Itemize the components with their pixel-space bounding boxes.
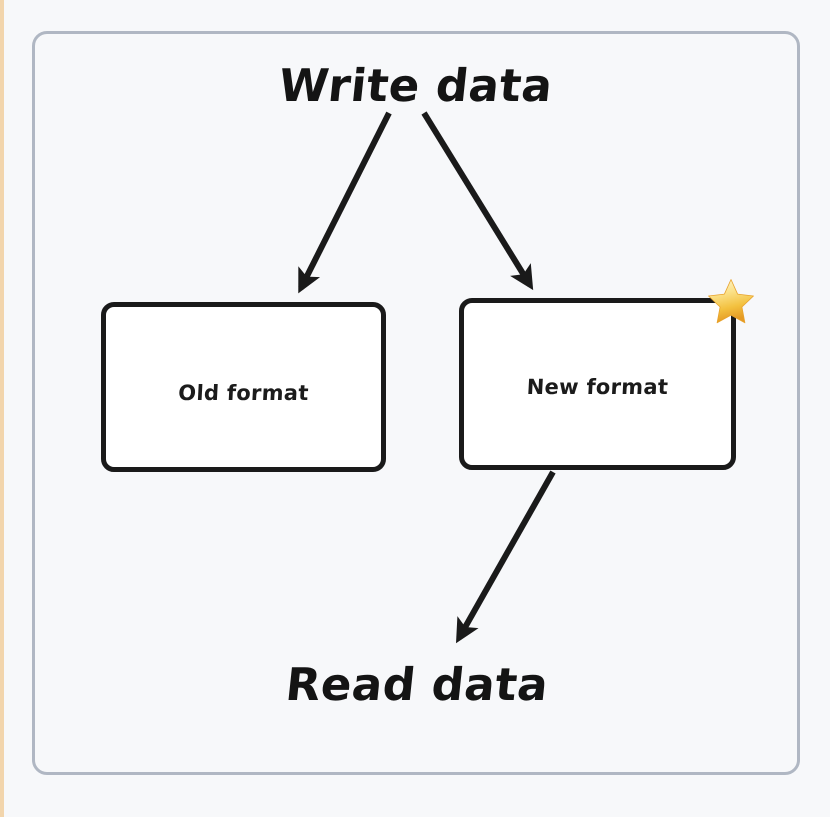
- node-new-format-label: New format: [526, 375, 669, 399]
- node-old-format-label: Old format: [177, 381, 310, 405]
- node-old-format[interactable]: Old format: [101, 302, 386, 472]
- node-new-format[interactable]: New format: [459, 298, 736, 470]
- read-data-label: Read data: [283, 658, 552, 711]
- left-edge-accent-stripe: [0, 0, 4, 817]
- diagram-frame-border: [32, 31, 800, 775]
- star-icon: [708, 279, 754, 324]
- write-data-label: Write data: [276, 59, 556, 112]
